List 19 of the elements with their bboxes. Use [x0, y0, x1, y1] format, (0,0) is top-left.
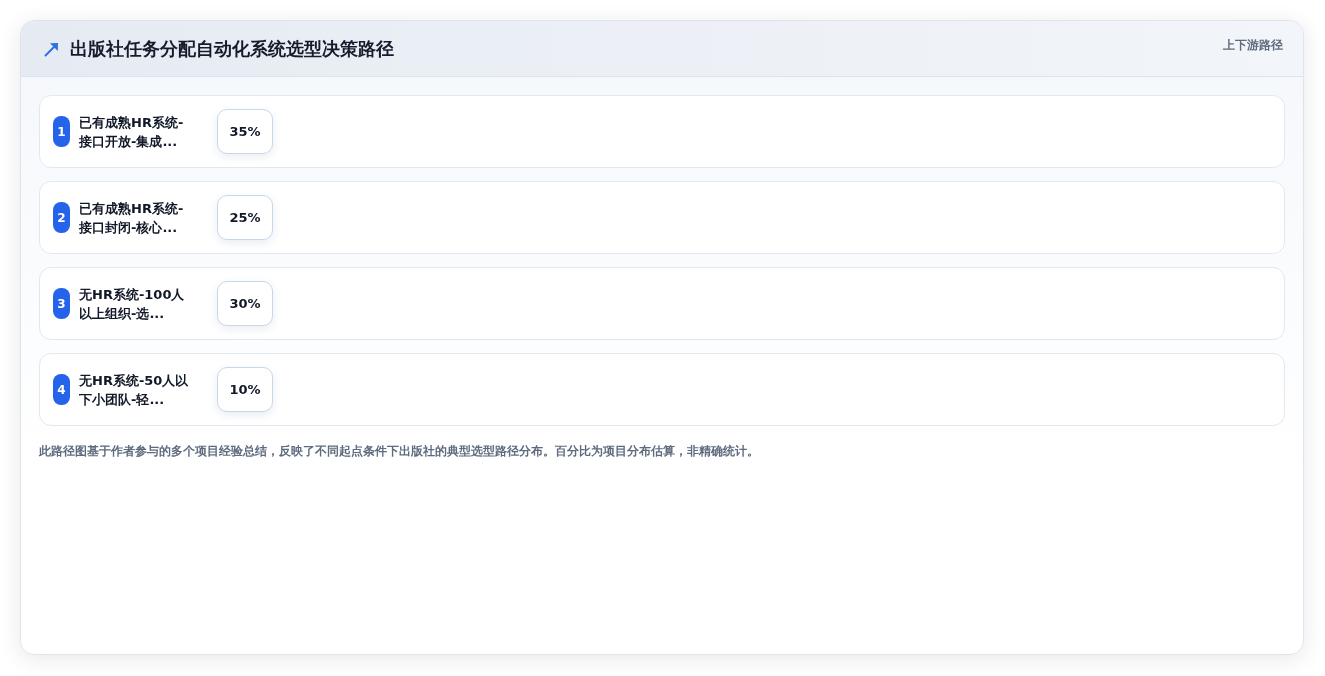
path-row [39, 267, 1285, 340]
path-row [39, 181, 1285, 254]
percentage-tag: 25% [217, 195, 273, 240]
path-row [39, 95, 1285, 168]
header-note: 上下游路径 [1223, 37, 1283, 54]
path-label: 无HR系统-50人以下小团队-轻... [79, 372, 190, 409]
path-row [39, 353, 1285, 426]
rank-badge: 3 [53, 288, 70, 319]
path-label: 已有成熟HR系统-接口开放-集成... [79, 114, 185, 151]
rank-badge: 2 [53, 202, 70, 233]
percentage-tag: 30% [217, 281, 273, 326]
path-label: 无HR系统-100人以上组织-选... [79, 286, 186, 323]
path-label: 已有成熟HR系统-接口封闭-核心... [79, 200, 185, 237]
title-text: 出版社任务分配自动化系统选型决策路径 [70, 37, 394, 61]
footnote-text: 此路径图基于作者参与的多个项目经验总结，反映了不同起点条件下出版社的典型选型路径分布。百分比为项目分布估算，非精确统计。 [39, 443, 759, 460]
percentage-tag: 35% [217, 109, 273, 154]
rank-badge: 1 [53, 116, 70, 147]
percentage-tag: 10% [217, 367, 273, 412]
rank-badge: 4 [53, 374, 70, 405]
